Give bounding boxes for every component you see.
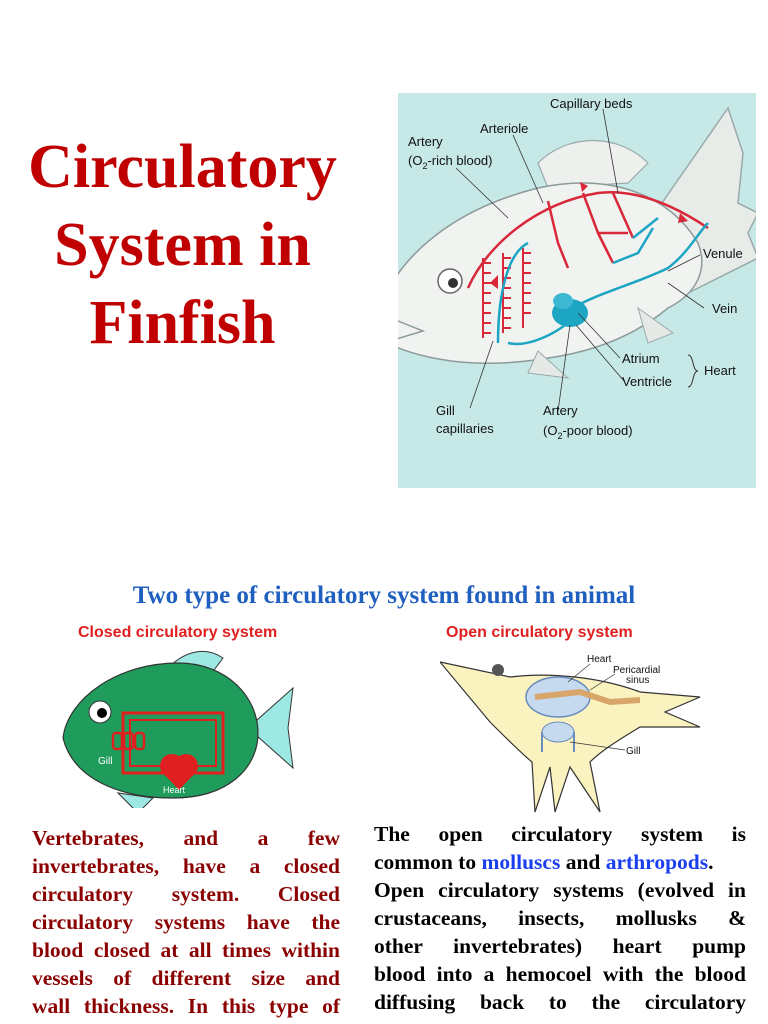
closed-paragraph-line: vessels of different size and xyxy=(32,966,340,990)
atrium-shape xyxy=(553,293,573,309)
leader-lines xyxy=(455,108,705,412)
closed-paragraph-line: Vertebrates, and a few xyxy=(32,826,340,850)
open-heart-tube xyxy=(534,688,641,706)
label-artery-top-line2: (O2-rich blood) xyxy=(408,153,493,171)
label-gill-line1: Gill xyxy=(436,403,455,418)
open-paragraph-line: crustaceans, insects, mollusks & xyxy=(374,906,746,930)
label-arteriole: Arteriole xyxy=(480,121,528,136)
title-line-3: Finfish xyxy=(89,289,276,357)
green-fish-pupil xyxy=(97,708,107,718)
open-system-figure: Heart Pericardial sinus Gill xyxy=(438,652,708,822)
open-paragraph-line: other invertebrates) heart pump xyxy=(374,934,746,958)
open-paragraph-line: The open circulatory system is xyxy=(374,822,746,846)
closed-paragraph-line: invertebrates, have a closed xyxy=(32,854,340,878)
green-fish-bottom-fin xyxy=(116,792,155,814)
label-artery-bottom-line2: (O2-poor blood) xyxy=(543,423,633,441)
closed-paragraph-line: blood closed at all times within xyxy=(32,938,340,962)
label-vein: Vein xyxy=(712,301,737,316)
green-fish-tail xyxy=(247,686,294,770)
arthropod-eye xyxy=(492,664,504,676)
vein-vessels xyxy=(496,217,709,346)
closed-system-caption: Closed circulatory system xyxy=(78,624,278,641)
heart-point xyxy=(162,772,196,790)
fish-circulation-figure: Capillary beds Arteriole Artery (O2-rich… xyxy=(398,93,756,488)
anal-fin xyxy=(637,306,675,344)
open-paragraph-line: Open circulatory systems (evolved in xyxy=(374,878,746,902)
dorsal-fin xyxy=(537,139,649,189)
label-atrium: Atrium xyxy=(622,351,660,366)
gill-chamber xyxy=(541,721,575,743)
pelvic-fin xyxy=(527,350,570,379)
closed-system-figure: Gill Heart xyxy=(58,648,298,814)
open-system-paragraph: The open circulatory system is common to… xyxy=(374,820,746,1016)
open-paragraph-line: blood into a hemocoel with the blood xyxy=(374,962,746,986)
closed-label-heart: Heart xyxy=(163,785,186,795)
fish-pupil xyxy=(448,278,458,288)
gill-capillaries-drawing xyxy=(482,248,531,338)
arthropods-link[interactable]: arthropods xyxy=(605,850,709,874)
label-ventricle: Ventricle xyxy=(622,374,672,389)
closed-system-paragraph: Vertebrates, and a few invertebrates, ha… xyxy=(32,824,340,1020)
open-paragraph-line: diffusing back to the circulatory xyxy=(374,990,746,1014)
label-capillary-beds: Capillary beds xyxy=(550,96,633,111)
section-subheading: Two type of circulatory system found in … xyxy=(132,582,636,609)
label-gill-line2: capillaries xyxy=(436,421,494,436)
label-heart: Heart xyxy=(704,363,736,378)
closed-paragraph-line: circulatory system. Closed xyxy=(32,882,340,906)
label-artery-top-line1: Artery xyxy=(408,134,443,149)
flow-arrows xyxy=(490,182,688,289)
fish-body xyxy=(398,182,703,364)
open-label-pericardial: Pericardial xyxy=(613,665,660,676)
heart-brace xyxy=(687,354,699,388)
open-label-gill: Gill xyxy=(626,746,640,757)
title-line-2: System in xyxy=(54,211,311,279)
open-label-heart: Heart xyxy=(587,654,612,665)
artery-vessels xyxy=(466,191,709,289)
gill-coils xyxy=(111,731,146,751)
page-title: Circulatory System in Finfish xyxy=(10,128,355,362)
closed-label-gill: Gill xyxy=(98,756,112,767)
green-fish-body xyxy=(62,662,259,799)
open-leader-lines xyxy=(567,663,626,751)
closed-system-diagram: Gill Heart xyxy=(62,650,294,814)
open-system-caption: Open circulatory system xyxy=(446,624,633,641)
fish-circulation-diagram: Capillary beds Arteriole Artery (O2-rich… xyxy=(398,96,756,441)
closed-paragraph-line: wall thickness. In this type of xyxy=(32,994,340,1018)
molluscs-link[interactable]: molluscs xyxy=(481,850,561,874)
label-venule: Venule xyxy=(703,246,743,261)
open-system-diagram: Heart Pericardial sinus Gill xyxy=(438,654,701,813)
label-artery-bottom-line1: Artery xyxy=(543,403,578,418)
gill-legs xyxy=(541,732,575,752)
closed-paragraph-line: circulatory systems have the xyxy=(32,910,340,934)
title-line-1: Circulatory xyxy=(28,133,337,201)
open-label-sinus: sinus xyxy=(626,675,649,686)
fish-mouth xyxy=(398,320,426,340)
open-paragraph-line: common to molluscs and arthropods. xyxy=(374,850,714,874)
